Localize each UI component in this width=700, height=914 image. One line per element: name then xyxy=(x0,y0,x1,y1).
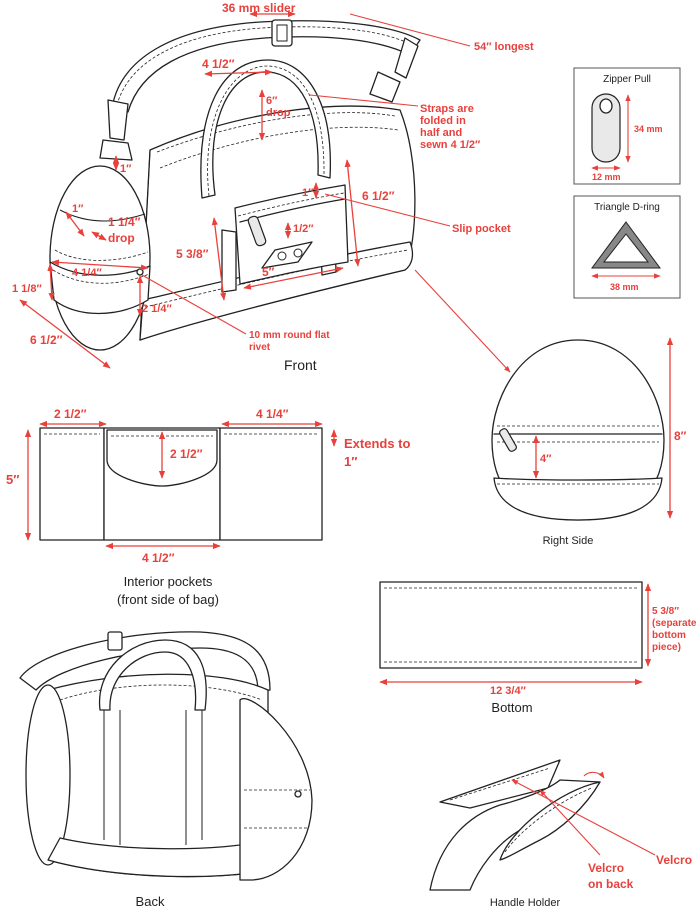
side-zipper-pull xyxy=(499,428,517,452)
velcro-back-label-2: on back xyxy=(588,877,634,891)
straps-note-1: Straps are xyxy=(420,103,474,115)
end-eighth-label: 1 1/8″ xyxy=(12,283,42,295)
end-quarter-label: 4 1/4″ xyxy=(72,267,102,279)
extends-label-1: Extends to xyxy=(344,436,411,451)
handle-drop-label-1: 6″ xyxy=(266,95,278,107)
velcro-label: Velcro xyxy=(656,853,692,867)
end-width-label: 6 1/2″ xyxy=(30,333,63,347)
rivet-label-2: rivet xyxy=(249,342,271,353)
right-side-view: 8″ 4″ Right Side xyxy=(491,337,687,547)
interior-title-1: Interior pockets xyxy=(124,574,213,589)
straps-note-4: sewn 4 1/2″ xyxy=(420,139,481,151)
extends-label-2: 1″ xyxy=(344,454,357,469)
end-drop-label-1: 1 1/4″ xyxy=(108,215,141,229)
end-tab-label: 1″ xyxy=(72,203,84,215)
bottom-height-label-1: 5 3/8″ xyxy=(652,606,679,617)
back-title: Back xyxy=(136,894,165,909)
back-view: Back xyxy=(19,631,313,909)
bottom-height-label-2: (separate xyxy=(652,618,697,629)
dring-width-label: 38 mm xyxy=(610,282,639,292)
handle-holder-view: Velcro Velcro on back Handle Holder xyxy=(429,759,692,909)
bottom-title: Bottom xyxy=(491,700,532,715)
front-zipper-pull xyxy=(247,215,267,247)
straps-note-2: folded in xyxy=(420,115,466,127)
end-drop-label-2: drop xyxy=(108,231,135,245)
pocket-flap-label: 2 1/2″ xyxy=(170,447,203,461)
right-zip-label: 4″ xyxy=(540,453,552,465)
front-view-title: Front xyxy=(284,357,317,373)
pocket-right-label: 4 1/4″ xyxy=(256,407,289,421)
bottom-piece-view: 5 3/8″ (separate bottom piece) 12 3/4″ B… xyxy=(379,581,697,715)
interior-title-2: (front side of bag) xyxy=(117,592,219,607)
right-side-title: Right Side xyxy=(543,535,594,547)
rivet-label-1: 10 mm round flat xyxy=(249,330,330,341)
side-height-label: 6 1/2″ xyxy=(362,189,395,203)
slip-width-label: 5″ xyxy=(262,265,275,279)
tab-label: 1″ xyxy=(120,163,132,175)
slip-tab-label: 1″ xyxy=(302,187,314,199)
front-height-label: 5 3/8″ xyxy=(176,247,209,261)
pocket-bottom-label: 4 1/2″ xyxy=(142,551,175,565)
velcro-back-label-1: Velcro xyxy=(588,861,624,875)
slip-half-label: 1/2″ xyxy=(293,223,314,235)
bottom-width-label: 12 3/4″ xyxy=(490,685,527,697)
front-view: 36 mm slider 54″ longest 4 1/2″ 6″ drop … xyxy=(12,1,534,373)
end-bottom-label: 2 1/4″ xyxy=(142,303,172,315)
zipper-width-label: 12 mm xyxy=(592,172,621,182)
triangle-dring-box: Triangle D-ring 38 mm xyxy=(573,195,681,299)
right-height-label: 8″ xyxy=(674,429,687,443)
handle-holder-title: Handle Holder xyxy=(490,897,561,909)
straps-note-3: half and xyxy=(420,127,462,139)
bottom-height-label-4: piece) xyxy=(652,642,681,653)
handle-width-label: 4 1/2″ xyxy=(202,57,235,71)
dring-title: Triangle D-ring xyxy=(594,202,660,213)
handle-drop-label-2: drop xyxy=(266,107,291,119)
label-patch xyxy=(261,241,313,269)
zipper-height-label: 34 mm xyxy=(634,124,663,134)
interior-pockets-view: 2 1/2″ 4 1/4″ Extends to 1″ 5″ 2 1/2″ 4 … xyxy=(6,407,411,607)
slip-pocket-label: Slip pocket xyxy=(452,223,511,235)
pocket-left-label: 2 1/2″ xyxy=(54,407,87,421)
zipper-pull-title: Zipper Pull xyxy=(603,74,651,85)
slider-label: 36 mm slider xyxy=(222,1,296,15)
pocket-height-label: 5″ xyxy=(6,472,19,487)
strap-length-label: 54″ longest xyxy=(474,41,534,53)
slider-buckle xyxy=(271,19,293,47)
zipper-pull-box: Zipper Pull 34 mm 12 mm xyxy=(573,67,681,185)
bottom-height-label-3: bottom xyxy=(652,630,686,641)
zipper-pull-icon xyxy=(591,93,621,163)
